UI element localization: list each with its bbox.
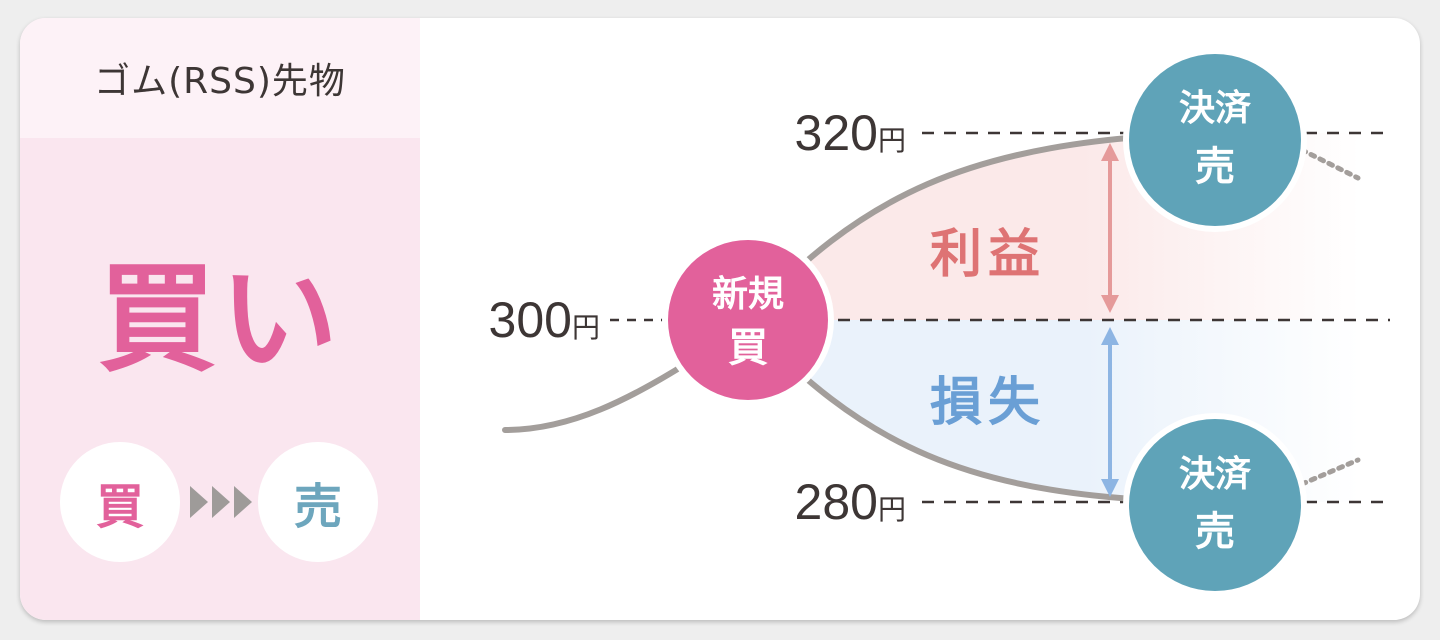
entry-node-line2: 買 bbox=[728, 325, 768, 371]
exit-high-line2: 売 bbox=[1195, 144, 1235, 190]
profit-arrow bbox=[1101, 143, 1119, 313]
entry-node-line1: 新規 bbox=[712, 274, 784, 315]
exit-low-line1: 決済 bbox=[1179, 454, 1251, 495]
loss-label: 損失 bbox=[930, 373, 1046, 433]
low-price-label: 280円 bbox=[795, 474, 906, 530]
entry-price-label: 300円 bbox=[489, 292, 600, 348]
left-panel: ゴム(RSS)先物 買い 買 売 bbox=[20, 18, 420, 620]
low-price-unit: 円 bbox=[878, 494, 906, 525]
high-price-unit: 円 bbox=[878, 125, 906, 156]
history-curve bbox=[502, 352, 703, 433]
high-price-label: 320円 bbox=[795, 105, 906, 161]
product-header: ゴム(RSS)先物 bbox=[20, 18, 420, 138]
low-price-value: 280 bbox=[795, 474, 878, 530]
flow-buy-circle: 買 bbox=[60, 442, 180, 562]
entry-node: 新規 買 bbox=[662, 234, 834, 406]
fall-tail bbox=[1299, 457, 1361, 487]
position-label: 買い bbox=[97, 250, 342, 388]
exit-low-line2: 売 bbox=[1195, 509, 1235, 555]
profit-label: 利益 bbox=[930, 225, 1046, 285]
entry-price-value: 300 bbox=[489, 292, 572, 348]
exit-high-line1: 決済 bbox=[1179, 88, 1251, 129]
flow-sell-circle: 売 bbox=[258, 442, 378, 562]
rise-tail bbox=[1299, 147, 1361, 181]
exit-node-high: 決済 売 bbox=[1123, 48, 1307, 232]
exit-node-low: 決済 売 bbox=[1123, 413, 1307, 597]
product-title: ゴム(RSS)先物 bbox=[94, 61, 346, 102]
loss-arrow bbox=[1101, 327, 1119, 497]
triple-arrow-icon bbox=[190, 486, 252, 518]
entry-price-unit: 円 bbox=[572, 312, 600, 343]
high-price-value: 320 bbox=[795, 105, 878, 161]
